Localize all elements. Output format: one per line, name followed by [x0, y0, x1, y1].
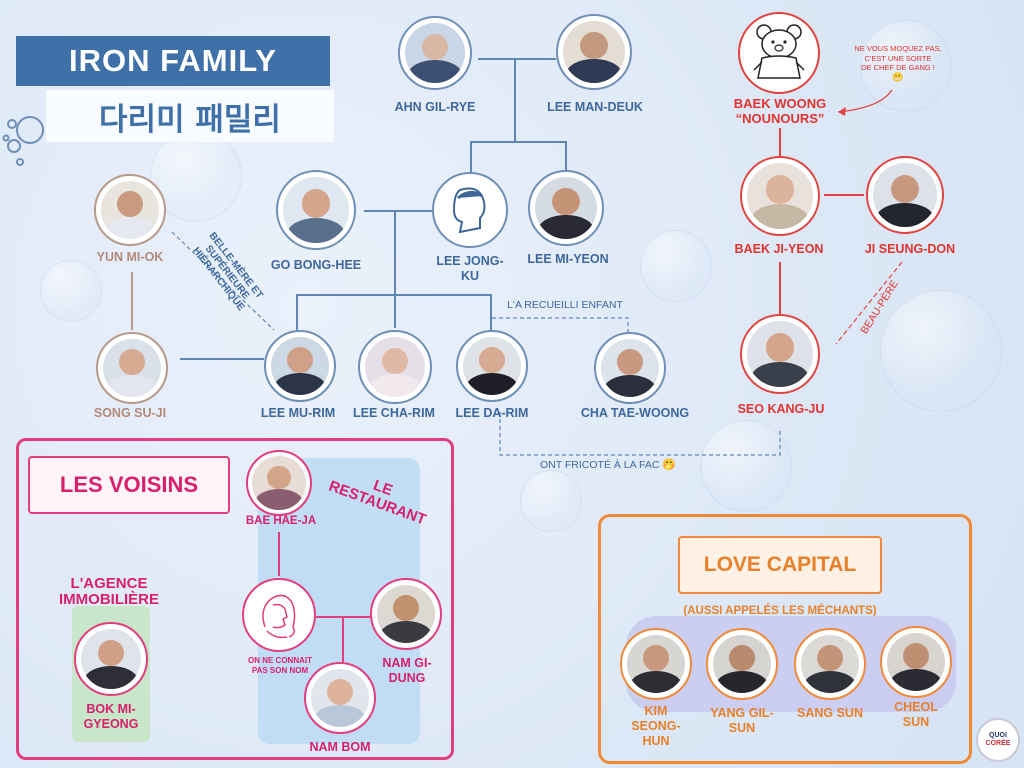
connector-line [470, 141, 566, 143]
avatar-yun-mi-ok [94, 174, 166, 246]
face-emoji-icon: 🤭 [662, 458, 677, 471]
korean-title-banner: 다리미 패밀리 [46, 90, 334, 142]
avatar-go-bong-hee [276, 170, 356, 250]
name-lee-da-rim: LEE DA-RIM [455, 406, 529, 420]
name-bae-hae-ja: BAE HAE-JA [245, 515, 317, 527]
avatar-yang-gil-sun [706, 628, 778, 700]
connector-line [180, 358, 264, 360]
quoi-coree-logo: QUOI CORÉE [976, 718, 1020, 762]
avatar-sang-sun [794, 628, 866, 700]
page-title: IRON FAMILY [69, 43, 277, 78]
connector-line [131, 272, 133, 330]
love-capital-subtitle: (AUSSI APPELÉS LES MÉCHANTS) [683, 605, 877, 617]
name-song-su-ji: SONG SU-JI [93, 406, 167, 420]
avatar-cha-tae-woong [594, 332, 666, 404]
grimace-emoji-icon: 😬 [892, 72, 904, 83]
avatar-lee-jong-ku [432, 172, 508, 248]
name-cheol-sun: CHEOL SUN [894, 700, 938, 729]
connector-line [490, 294, 492, 332]
annotation-bear-note: NE VOUS MOQUEZ PAS, C'EST UNE SORTE DE C… [842, 44, 954, 83]
connector-line [565, 141, 567, 175]
avatar-nam-bom [304, 662, 376, 734]
avatar-ahn-gil-rye [398, 16, 472, 90]
name-bok-mi-gyeong: BOK MI- GYEONG [83, 702, 139, 731]
background-bubble [40, 260, 102, 322]
background-bubble [860, 20, 952, 112]
background-bubble [880, 290, 1002, 412]
korean-title: 다리미 패밀리 [99, 101, 281, 138]
man-silhouette-icon [452, 187, 486, 234]
connector-line [514, 58, 516, 142]
avatar-lee-mi-yeon [528, 170, 604, 246]
bubbles-icon [2, 116, 44, 166]
name-seo-kang-ju: SEO KANG-JU [737, 402, 825, 416]
annotation-recueilli: L'A RECUEILLI ENFANT [507, 299, 623, 311]
connector-line [824, 194, 864, 196]
background-bubble [640, 230, 712, 302]
connector-line [278, 532, 280, 576]
avatar-lee-da-rim [456, 330, 528, 402]
avatar-kim-seong-hun [620, 628, 692, 700]
background-bubble [700, 420, 792, 512]
name-lee-cha-rim: LEE CHA-RIM [353, 406, 435, 420]
name-baek-woong: BAEK WOONG “NOUNOURS” [733, 96, 827, 126]
avatar-seo-kang-ju [740, 314, 820, 394]
name-ahn-gil-rye: AHN GIL-RYE [394, 100, 476, 114]
avatar-cheol-sun [880, 626, 952, 698]
name-go-bong-hee: GO BONG-HEE [270, 258, 362, 272]
avatar-baek-ji-yeon [740, 156, 820, 236]
avatar-lee-mu-rim [264, 330, 336, 402]
name-nam-bom: NAM BOM [309, 740, 371, 754]
background-bubble [520, 470, 582, 532]
connector-line [364, 210, 434, 212]
name-lee-mi-yeon: LEE MI-YEON [527, 252, 609, 266]
avatar-bae-hae-ja [246, 450, 312, 516]
annotation-fricote: ONT FRICOTÉ À LA FAC 🤭 [540, 458, 677, 471]
love-capital-box [598, 514, 972, 764]
name-lee-man-deuk: LEE MAN-DEUK [547, 100, 643, 114]
woman-silhouette-icon [262, 594, 296, 639]
connector-line [470, 141, 472, 175]
avatar-bok-mi-gyeong [74, 622, 148, 696]
name-lee-jong-ku: LEE JONG- KU [436, 254, 504, 283]
connector-line [478, 58, 556, 60]
love-capital-title-box: LOVE CAPITAL [678, 536, 882, 594]
name-kim-seong-hun: KIM SEONG- HUN [631, 704, 681, 748]
teddy-bear-icon [753, 24, 805, 79]
avatar-lee-cha-rim [358, 330, 432, 404]
agence-label: L'AGENCE IMMOBILIÈRE [59, 575, 159, 608]
voisins-box [16, 438, 454, 760]
avatar-song-su-ji [96, 332, 168, 404]
name-baek-ji-yeon: BAEK JI-YEON [734, 242, 824, 256]
avatar-unknown-woman [242, 578, 316, 652]
avatar-ji-seung-don [866, 156, 944, 234]
love-capital-title: LOVE CAPITAL [703, 553, 857, 576]
connector-line [342, 616, 344, 662]
connector-line [779, 128, 781, 156]
name-yang-gil-sun: YANG GIL- SUN [710, 706, 774, 735]
connector-line [779, 262, 781, 314]
connector-line [296, 294, 492, 296]
voisins-title: LES VOISINS [59, 472, 199, 497]
avatar-nam-gi-dung [370, 578, 442, 650]
name-lee-mu-rim: LEE MU-RIM [260, 406, 336, 420]
avatar-baek-woong [738, 12, 820, 94]
name-cha-tae-woong: CHA TAE-WOONG [580, 406, 690, 420]
voisins-title-box: LES VOISINS [28, 456, 230, 514]
name-sang-sun: SANG SUN [797, 706, 863, 720]
title-banner: IRON FAMILY [16, 36, 330, 86]
name-nam-gi-dung: NAM GI- DUNG [382, 656, 432, 685]
avatar-lee-man-deuk [556, 14, 632, 90]
annotation-unknown-name: ON NE CONNAIT PAS SON NOM [248, 656, 312, 675]
name-yun-mi-ok: YUN MI-OK [96, 250, 164, 264]
name-ji-seung-don: JI SEUNG-DON [864, 242, 956, 256]
connector-line [316, 616, 372, 618]
connector-line [296, 294, 298, 332]
connector-line [394, 210, 396, 328]
